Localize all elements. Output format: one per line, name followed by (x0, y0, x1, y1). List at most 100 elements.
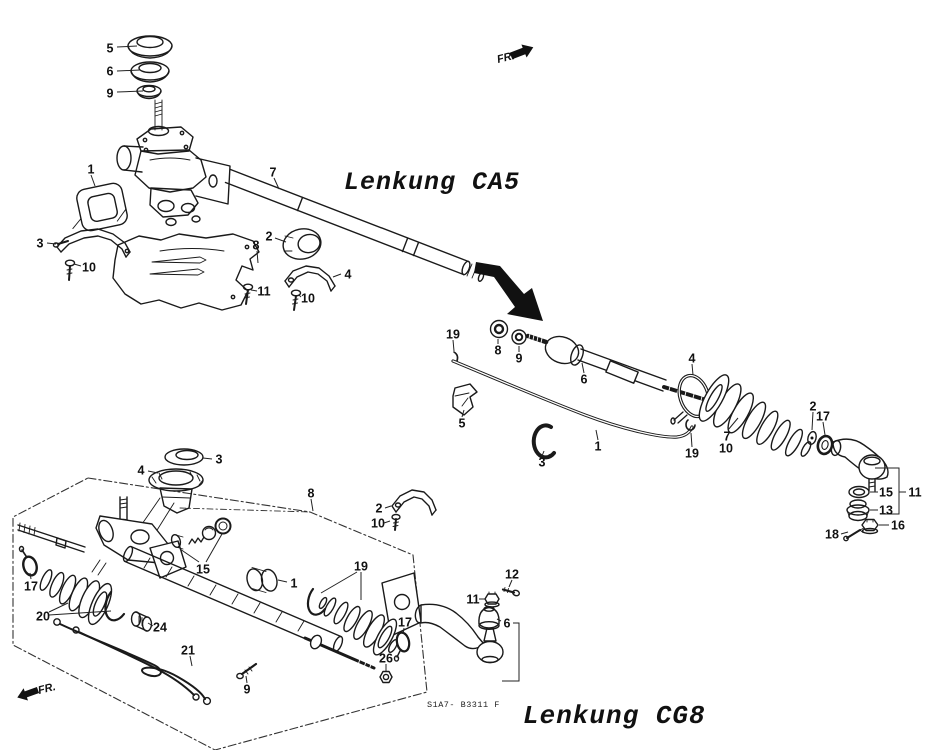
callout-5: 5 (459, 416, 466, 430)
callout-leader-17 (822, 421, 826, 436)
ca5-washer (136, 84, 162, 100)
callout-leader-2 (811, 411, 814, 431)
cg8-inner-rod-right (303, 634, 376, 671)
callout-leader-20 (48, 610, 112, 616)
callout-leader-9 (116, 90, 144, 93)
callout-2: 2 (810, 399, 817, 413)
cg8-ball-joint-boot (478, 606, 500, 631)
callout-3: 3 (539, 455, 546, 469)
fr-arrow-top-icon (509, 44, 534, 60)
cg8-castle-nut (484, 591, 500, 608)
callout-5: 5 (107, 41, 114, 55)
ca5-assembly (52, 35, 485, 311)
callout-leader-5 (461, 409, 465, 418)
callout-1: 1 (291, 576, 298, 590)
callout-leader-18 (840, 531, 849, 535)
callout-8: 8 (308, 486, 315, 500)
callout-17: 17 (816, 409, 830, 423)
callout-8: 8 (495, 343, 502, 357)
callout-leader-4 (332, 273, 342, 278)
callout-leader-10 (383, 520, 391, 524)
callout-leader-8 (256, 250, 259, 264)
callout-leader-1 (595, 429, 599, 441)
ca5-lock-washer (511, 329, 527, 345)
fr-arrow-bottom-icon (17, 687, 40, 701)
ca5-clip-pin-left (453, 351, 459, 362)
callout-19: 19 (446, 327, 460, 341)
callout-6: 6 (581, 372, 588, 386)
title-cg8: Lenkung CG8 (523, 701, 706, 731)
cg8-bushing-1 (246, 567, 278, 593)
callout-leader-7 (727, 417, 739, 431)
callout-leader-24 (147, 622, 154, 627)
cg8-mount-seal (164, 448, 204, 466)
ca5-rack-tube (224, 168, 485, 282)
callout-7: 7 (724, 429, 731, 443)
callout-leader-17 (29, 572, 32, 580)
callout-9: 9 (107, 86, 114, 100)
pointer-arrow (474, 262, 543, 321)
ca5-steering-boot (698, 374, 812, 457)
callout-11: 11 (908, 485, 921, 499)
ca5-feed-pipe (451, 359, 696, 439)
callout-leader-21 (189, 655, 193, 667)
ca5-bracket-right (284, 265, 336, 292)
callout-12: 12 (505, 567, 519, 581)
callout-6: 6 (107, 64, 114, 78)
callout-bracket-15 (179, 548, 200, 563)
cg8-feed-pipes (53, 618, 212, 706)
title-ca5: Lenkung CA5 (344, 168, 520, 197)
cg8-bracket-2 (391, 489, 437, 516)
ca5-heat-shield (112, 233, 260, 311)
callout-leader-1 (277, 579, 288, 583)
callout-9: 9 (244, 682, 251, 696)
cg8-mount-ear-left (149, 540, 187, 579)
callout-26: 26 (379, 651, 393, 665)
callout-leader-2 (274, 237, 287, 243)
callout-leader-7 (273, 177, 280, 190)
ca5-cotter-pin (843, 527, 865, 542)
cg8-ring-clip-right (306, 587, 327, 616)
callout-4: 4 (138, 463, 145, 477)
callout-9: 9 (516, 351, 523, 365)
callout-leader-12 (508, 579, 513, 588)
callout-1: 1 (595, 439, 602, 453)
callout-leader-10 (73, 263, 82, 267)
ca5-bolt-10-left (64, 259, 76, 281)
callout-18: 18 (825, 527, 839, 541)
callout-20: 20 (36, 609, 50, 623)
callout-15: 15 (879, 485, 893, 499)
ca5-pipe-clip (531, 423, 556, 460)
callout-leader-6 (581, 362, 585, 374)
callout-11: 11 (257, 284, 270, 298)
callout-10: 10 (371, 516, 385, 530)
ca5-bolt-10-right (290, 289, 302, 311)
cg8-tie-rod-end (414, 603, 504, 664)
callout-leader-19 (690, 432, 693, 448)
callout-24: 24 (153, 620, 167, 634)
cg8-valve-body (91, 496, 169, 576)
ca5-gearbox (116, 99, 231, 227)
callout-leader-4 (147, 470, 159, 474)
callout-bracket-19 (320, 571, 358, 594)
ca5-bracket-left (52, 228, 131, 258)
ca5-stopper-washer (489, 319, 509, 339)
ca5-clip-pin-right (685, 419, 696, 431)
cg8-install-line (179, 507, 311, 513)
callout-17: 17 (24, 579, 38, 593)
callout-17: 17 (398, 615, 412, 629)
callout-leader-6 (496, 618, 502, 622)
callout-2: 2 (266, 229, 273, 243)
callout-7: 7 (270, 165, 277, 179)
fr-label-top: FR. (496, 50, 516, 66)
callout-leader-17 (402, 627, 405, 635)
callout-bracket-20 (48, 602, 69, 613)
ca5-dust-cap (127, 35, 173, 59)
callout-4: 4 (689, 351, 696, 365)
callout-19: 19 (685, 446, 699, 460)
callout-leader-9 (245, 675, 248, 684)
callout-leader-10 (298, 294, 302, 298)
